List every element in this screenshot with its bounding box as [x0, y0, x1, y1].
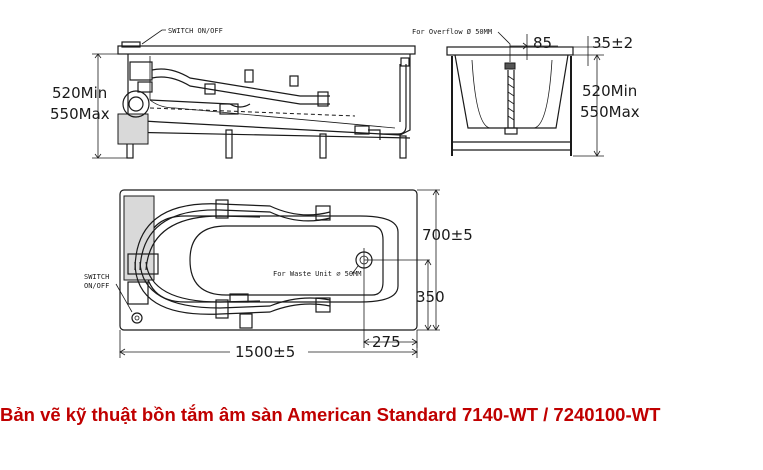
- dim-350: 350: [416, 288, 445, 306]
- plan-view: SWITCH ON/OFF For Waste Unit ⌀ 50MM 700±…: [84, 189, 473, 361]
- switch-label-plan-line2: ON/OFF: [84, 282, 109, 290]
- dim-35: 35±2: [592, 34, 633, 52]
- end-elevation-view: For Overflow Ø 50MM 85 35±2 520Min 550Ma…: [412, 28, 640, 157]
- dim-550max-left: 550Max: [50, 105, 110, 123]
- waste-label: For Waste Unit ⌀ 50MM: [273, 270, 362, 278]
- switch-label-plan-line1: SWITCH: [84, 273, 109, 281]
- dim-85: 85: [533, 34, 552, 52]
- dim-275: 275: [372, 333, 401, 351]
- overflow-label: For Overflow Ø 50MM: [412, 28, 492, 36]
- switch-label-top: SWITCH ON/OFF: [168, 27, 223, 35]
- caption-title: Bản vẽ kỹ thuật bồn tắm âm sàn American …: [0, 404, 661, 425]
- dim-520min-right: 520Min: [582, 82, 637, 100]
- side-elevation-view: SWITCH ON/OFF 520Min 550Max: [50, 27, 416, 159]
- dim-520min-left: 520Min: [52, 84, 107, 102]
- dim-1500: 1500±5: [235, 343, 295, 361]
- dim-700: 700±5: [422, 226, 473, 244]
- dim-550max-right: 550Max: [580, 103, 640, 121]
